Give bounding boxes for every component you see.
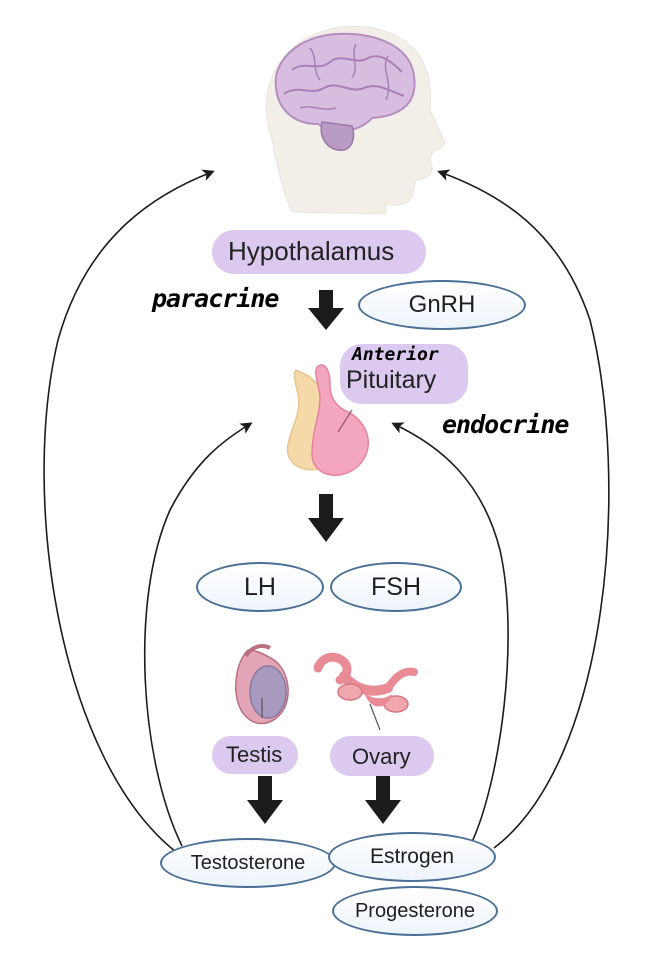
pituitary-highlight — [340, 344, 468, 404]
ovary-icon — [313, 652, 418, 731]
feedback-arrow-inner-right — [391, 422, 509, 843]
down-arrow-icon — [308, 290, 344, 330]
pituitary-label: Pituitary — [346, 366, 437, 394]
testis-label: Testis — [226, 742, 283, 767]
feedback-arrow-inner-left — [143, 422, 253, 847]
testis-highlight — [212, 736, 298, 774]
brain-icon — [274, 32, 416, 151]
progesterone-text: Progesterone — [354, 899, 476, 922]
feedback-arrow-outer-right — [437, 169, 610, 849]
fsh-label: FSH — [330, 562, 462, 612]
down-arrow-icon — [247, 776, 283, 824]
ovary-highlight — [330, 736, 434, 776]
estrogen-label: Estrogen — [328, 832, 496, 882]
testosterone-label: Testosterone — [160, 838, 336, 888]
anterior-annotation: Anterior — [352, 344, 439, 365]
testosterone-text: Testosterone — [190, 851, 306, 874]
fsh-text: FSH — [371, 572, 421, 601]
gnrh-label: GnRH — [358, 280, 526, 330]
hypothalamus-label: Hypothalamus — [228, 236, 395, 266]
down-arrow-icon — [365, 776, 401, 824]
testis-icon — [235, 644, 289, 725]
pituitary-gland-icon — [286, 364, 370, 476]
ovary-label: Ovary — [352, 744, 411, 769]
gnrh-text: GnRH — [408, 291, 476, 318]
paracrine-annotation: paracrine — [152, 284, 279, 313]
hypothalamus-highlight — [212, 230, 426, 274]
estrogen-text: Estrogen — [369, 845, 455, 868]
lh-label: LH — [196, 562, 324, 612]
endocrine-annotation: endocrine — [442, 410, 569, 439]
progesterone-label: Progesterone — [332, 886, 498, 936]
down-arrow-icon — [308, 494, 344, 542]
lh-text: LH — [244, 572, 276, 601]
feedback-arrow-outer-left — [43, 169, 215, 853]
